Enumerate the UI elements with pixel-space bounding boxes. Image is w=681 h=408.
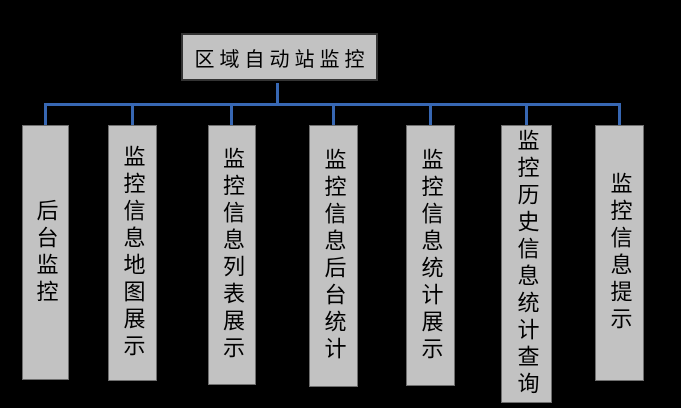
- node-label: 监控信息列表展示: [220, 147, 245, 363]
- connector-drop-4: [332, 104, 335, 125]
- node-label: 后台监控: [33, 198, 59, 307]
- connector-drop-5: [429, 104, 432, 125]
- diagram-node-list-display: 监控信息列表展示: [208, 125, 256, 385]
- connector-drop-2: [131, 104, 134, 125]
- diagram-node-backend-statistics: 监控信息后台统计: [309, 125, 358, 387]
- connector-drop-6: [525, 104, 528, 125]
- node-label: 监控信息地图展示: [120, 145, 146, 361]
- diagram-root-node: 区域自动站监控: [181, 33, 378, 81]
- node-label: 监控信息提示: [607, 172, 633, 334]
- diagram-node-backend-monitoring: 后台监控: [22, 125, 69, 380]
- connector-drop-1: [44, 104, 47, 125]
- connector-root-stem: [276, 83, 279, 105]
- connector-drop-3: [230, 104, 233, 125]
- diagram-node-map-display: 监控信息地图展示: [108, 125, 157, 381]
- root-node-label: 区域自动站监控: [194, 48, 370, 71]
- diagram-node-history-statistics-query: 监控历史信息统计查询: [501, 125, 552, 403]
- node-label: 监控历史信息统计查询: [514, 129, 540, 399]
- connector-drop-7: [618, 104, 621, 125]
- diagram-node-info-alert: 监控信息提示: [595, 125, 644, 381]
- node-label: 监控信息统计展示: [418, 147, 444, 364]
- diagram-node-statistics-display: 监控信息统计展示: [406, 125, 455, 386]
- node-label: 监控信息后台统计: [321, 148, 347, 364]
